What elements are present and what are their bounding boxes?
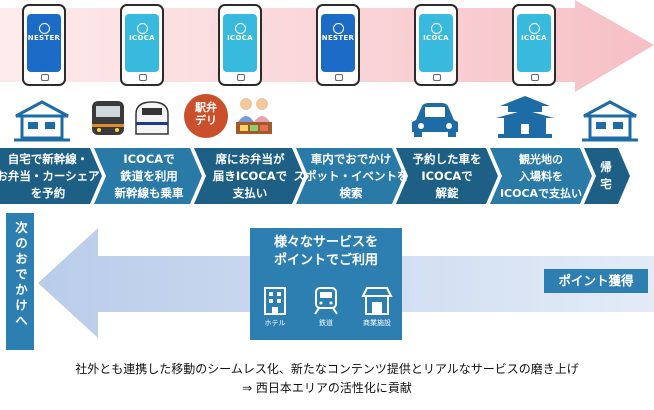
shinkansen-icon bbox=[135, 101, 169, 135]
local-train-icon bbox=[92, 101, 124, 135]
smartphone: NESTER bbox=[316, 4, 360, 86]
footer-line1: 社外とも連携した移動のシームレス化、新たなコンテンツ提供とリアルなサービスの磨き… bbox=[75, 362, 579, 376]
step-bento: 席にお弁当が届きICOCAで支払い bbox=[212, 151, 288, 200]
bento-delivery-icon bbox=[236, 98, 272, 134]
hotel-label: ホテル bbox=[264, 319, 286, 327]
smartphone: ICOCA bbox=[218, 4, 262, 86]
house-icon bbox=[582, 100, 638, 142]
icoca-card: ICOCA bbox=[419, 14, 453, 72]
services-title-line2: ポイントでご利用 bbox=[273, 253, 378, 268]
phone-sub-label: ご5489 bbox=[30, 62, 52, 69]
step-reserve: 自宅で新幹線・お弁当・カーシェアを予約 bbox=[0, 151, 100, 200]
points-earned-box: ポイント獲得 bbox=[544, 269, 648, 293]
step-search: 車内でおでかけスポット・イベントを検索 bbox=[293, 151, 409, 200]
footer-text: 社外とも連携した移動のシームレス化、新たなコンテンツ提供とリアルなサービスの磨き… bbox=[0, 360, 654, 398]
step-ride: ICOCAで鉄道を利用新幹線も乗車 bbox=[114, 151, 184, 200]
car-icon bbox=[412, 103, 458, 137]
shop-icon bbox=[361, 287, 393, 315]
shop-label: 商業施設 bbox=[363, 319, 391, 327]
icoca-card: ICOCA bbox=[223, 14, 257, 72]
smartphone: ICOCA bbox=[414, 4, 458, 86]
house-icon bbox=[14, 100, 70, 142]
icoca-card: ICOCA bbox=[125, 14, 159, 72]
footer-line2: ⇒ 西日本エリアの活性化に貢献 bbox=[242, 381, 412, 395]
smartphone: ICOCA bbox=[120, 4, 164, 86]
icoca-card: ICOCA bbox=[517, 14, 551, 72]
smartphone: NESTER ご5489 bbox=[22, 4, 66, 86]
next-outing-label: 次のおでかけへ bbox=[13, 221, 28, 330]
points-earned-label: ポイント獲得 bbox=[558, 273, 634, 288]
steps-chevron-bar bbox=[0, 148, 630, 204]
train-label: 鉄道 bbox=[319, 319, 333, 327]
smartphone: ICOCA bbox=[512, 4, 556, 86]
ekiben-deli-logo: 駅弁 デリ bbox=[184, 94, 228, 138]
next-outing-box: 次のおでかけへ bbox=[6, 213, 34, 350]
temple-icon bbox=[496, 96, 554, 138]
step-return-home: 帰宅 bbox=[600, 160, 612, 191]
hotel-icon bbox=[264, 287, 286, 315]
services-title-line1: 様々なサービスを bbox=[273, 235, 378, 250]
train-icon bbox=[314, 287, 338, 315]
nester-screen: NESTER bbox=[27, 14, 61, 72]
nester-card: NESTER bbox=[321, 14, 355, 72]
services-box: 様々なサービスを ポイントでご利用 ホテル 鉄道 商業施設 bbox=[250, 228, 402, 340]
